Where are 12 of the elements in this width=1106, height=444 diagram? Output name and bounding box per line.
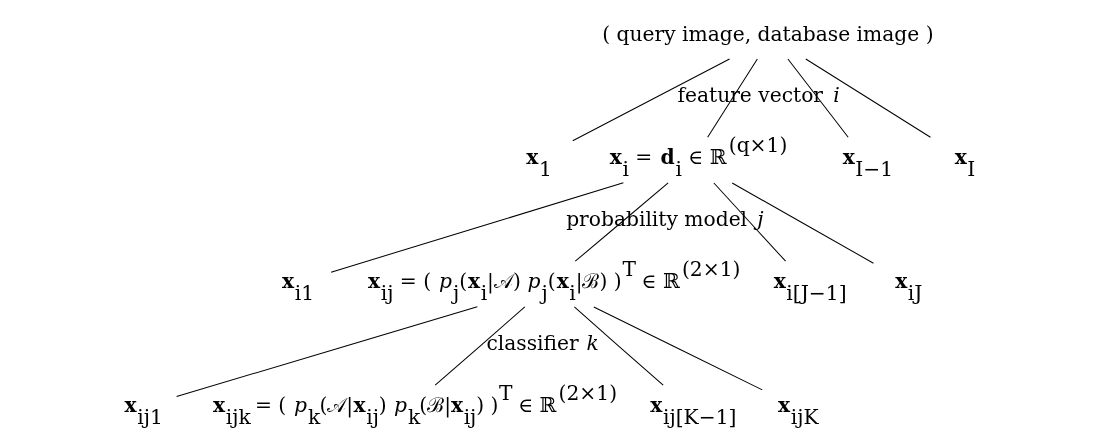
connector [592, 306, 763, 391]
connector [573, 306, 664, 386]
connector [712, 182, 786, 262]
connector [330, 182, 624, 273]
node-text: ( query image, database image ) [601, 21, 934, 46]
connector [434, 306, 525, 386]
connector [804, 58, 931, 138]
connector [175, 306, 478, 398]
connector [731, 182, 874, 264]
connector [786, 58, 849, 138]
connector [571, 58, 730, 142]
edge-label: classifier k [485, 330, 599, 355]
